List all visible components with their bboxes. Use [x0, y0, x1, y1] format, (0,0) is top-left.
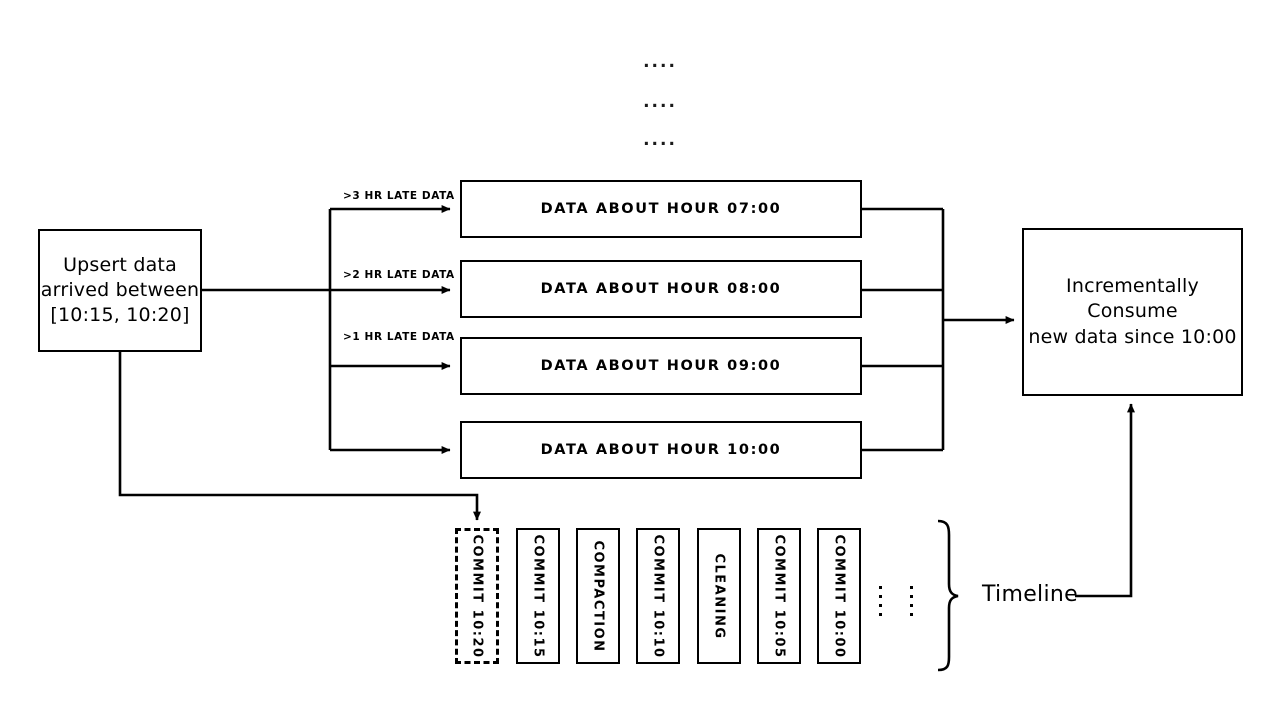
top-ellipsis-1: .... — [643, 52, 677, 72]
upsert-line-1: Upsert data — [63, 253, 177, 276]
hour-box-07-label: DATA ABOUT HOUR 07:00 — [540, 201, 782, 217]
hour-box-08[interactable]: DATA ABOUT HOUR 08:00 — [460, 260, 862, 318]
edge-label-3hr-late: >3 HR LATE DATA — [343, 190, 455, 202]
consumer-line-2: new data since 10:00 — [1028, 325, 1237, 348]
commit-box-10-05-label: COMMIT 10:05 — [771, 533, 787, 659]
upsert-line-2: arrived between — [40, 278, 200, 301]
commit-box-10-00[interactable]: COMMIT 10:00 — [817, 528, 861, 664]
commit-box-10-05[interactable]: COMMIT 10:05 — [757, 528, 801, 664]
wire-source-to-commit — [118, 352, 481, 521]
edge-label-1hr-late: >1 HR LATE DATA — [343, 331, 455, 343]
commit-box-10-20[interactable]: COMMIT 10:20 — [455, 528, 499, 664]
hour-box-08-label: DATA ABOUT HOUR 08:00 — [540, 281, 782, 297]
top-ellipsis-3: .... — [643, 130, 677, 150]
consumer-line-1: Incrementally Consume — [1066, 275, 1199, 323]
timeline-ellipsis-1 — [877, 586, 883, 616]
commit-box-10-10-label: COMMIT 10:10 — [650, 533, 666, 659]
commit-box-10-15[interactable]: COMMIT 10:15 — [516, 528, 560, 664]
commit-box-cleaning[interactable]: CLEANING — [697, 528, 741, 664]
commit-box-10-20-label: COMMIT 10:20 — [469, 533, 485, 659]
hour-box-07[interactable]: DATA ABOUT HOUR 07:00 — [460, 180, 862, 238]
hour-box-10[interactable]: DATA ABOUT HOUR 10:00 — [460, 421, 862, 479]
wire-timeline-to-consumer — [1075, 403, 1135, 598]
hour-box-09[interactable]: DATA ABOUT HOUR 09:00 — [460, 337, 862, 395]
commit-box-10-15-label: COMMIT 10:15 — [530, 533, 546, 659]
timeline-brace — [937, 519, 959, 672]
commit-box-compaction-label: COMPACTION — [590, 539, 606, 653]
hour-box-10-label: DATA ABOUT HOUR 10:00 — [540, 442, 782, 458]
top-ellipsis-2: .... — [643, 92, 677, 112]
incremental-consumer-box[interactable]: Incrementally Consume new data since 10:… — [1022, 228, 1243, 396]
commit-box-cleaning-label: CLEANING — [711, 552, 727, 640]
commit-box-10-00-label: COMMIT 10:00 — [831, 533, 847, 659]
commit-box-compaction[interactable]: COMPACTION — [576, 528, 620, 664]
timeline-caption: Timeline — [982, 582, 1078, 607]
upsert-source-box[interactable]: Upsert data arrived between [10:15, 10:2… — [38, 229, 202, 352]
hour-box-09-label: DATA ABOUT HOUR 09:00 — [540, 358, 782, 374]
commit-box-10-10[interactable]: COMMIT 10:10 — [636, 528, 680, 664]
edge-label-2hr-late: >2 HR LATE DATA — [343, 269, 455, 281]
timeline-ellipsis-2 — [908, 586, 914, 616]
upsert-line-3: [10:15, 10:20] — [50, 304, 190, 327]
